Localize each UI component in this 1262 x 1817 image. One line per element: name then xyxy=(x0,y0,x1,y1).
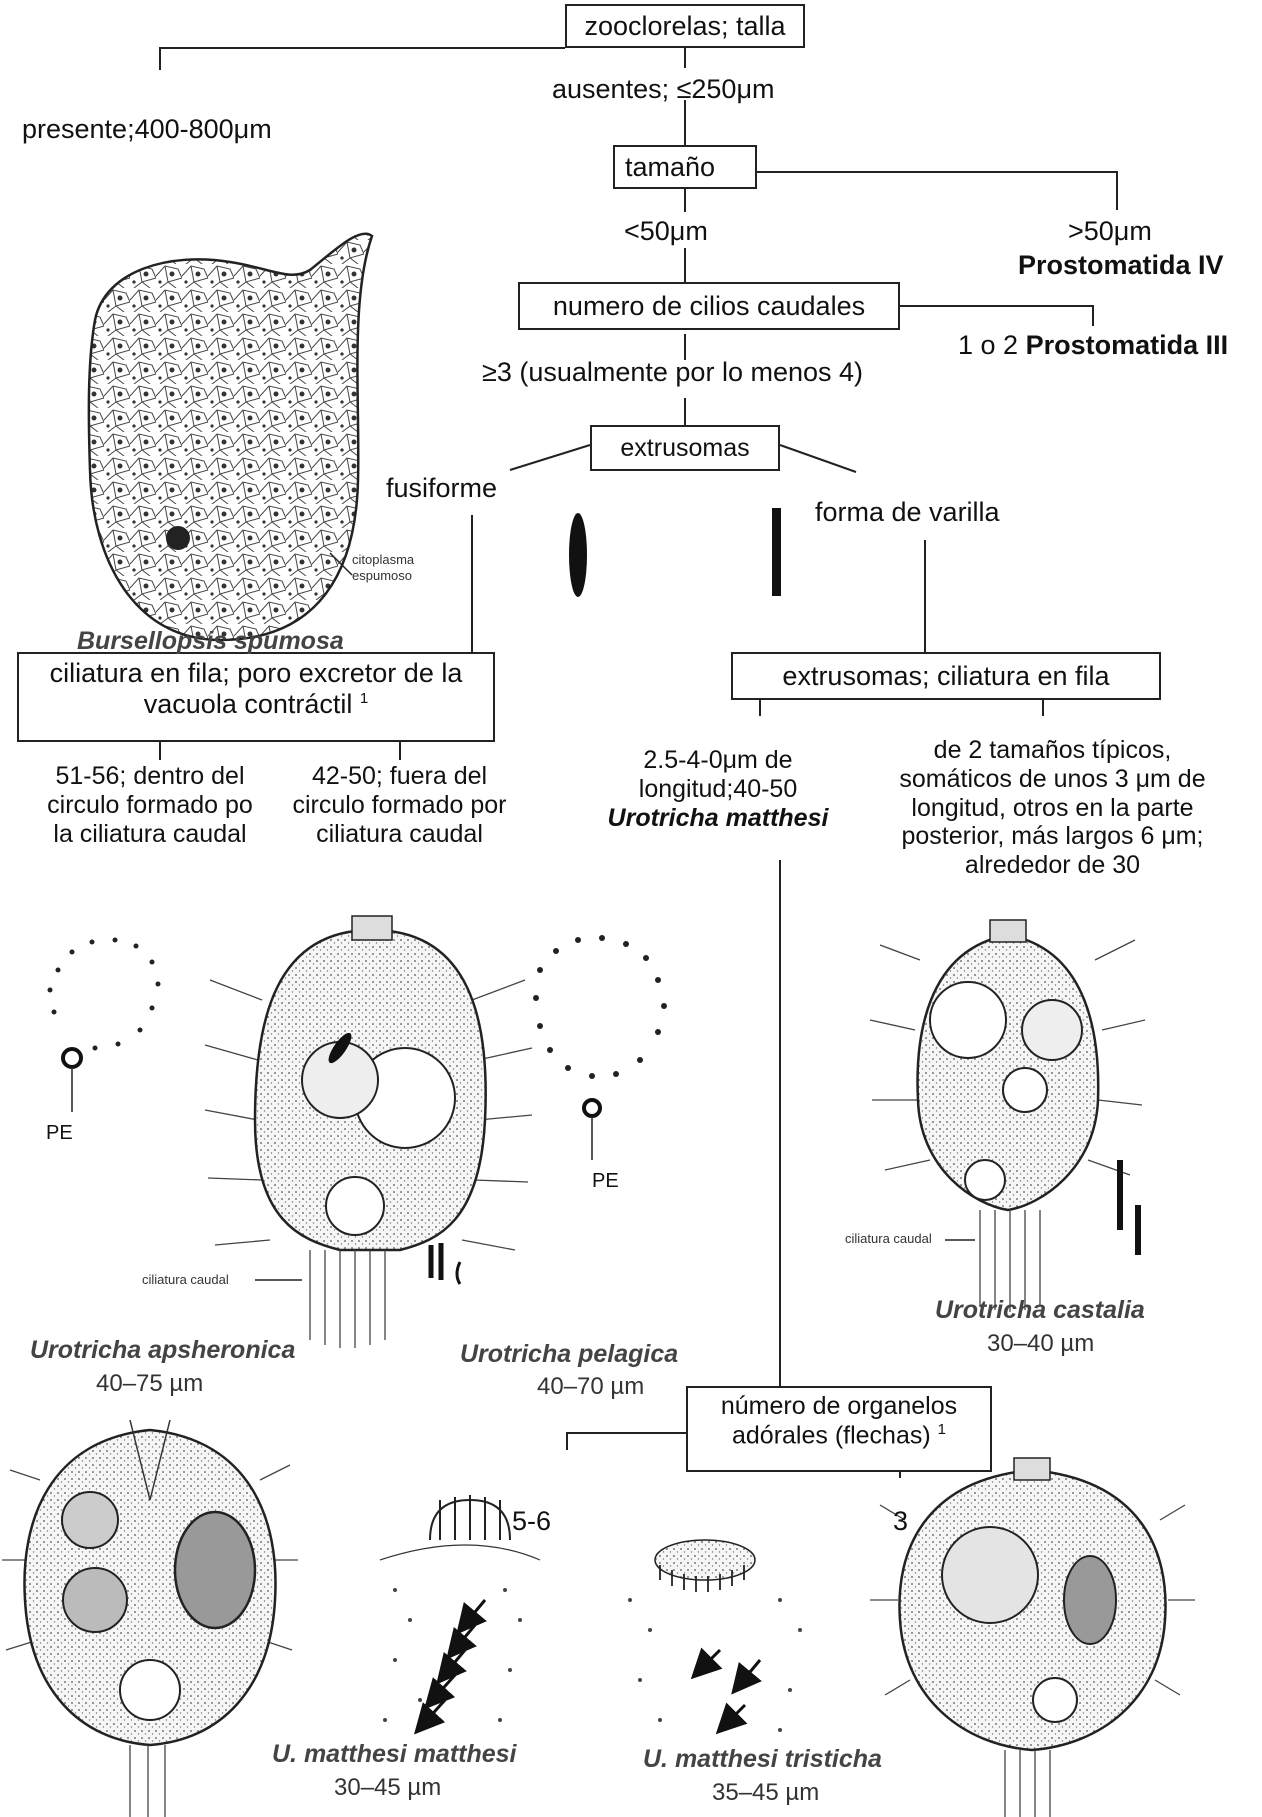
extrusomes-row-node: extrusomas; ciliatura en fila xyxy=(731,652,1161,700)
root-node: zooclorelas; talla xyxy=(565,4,805,48)
apsheronica-drawing xyxy=(205,916,532,1348)
size-node-label: tamaño xyxy=(625,152,715,182)
castalia-caption: Urotricha castalia xyxy=(935,1296,1145,1325)
extrusomes-row-node-label: extrusomas; ciliatura en fila xyxy=(782,661,1109,691)
matthesi-line2: longitud;40-50 xyxy=(598,775,838,804)
inside-line1: 51-56; dentro del xyxy=(30,762,270,791)
absent-branch-label: ausentes; ≤250μm xyxy=(552,74,775,105)
pelagica-caption: Urotricha pelagica xyxy=(460,1340,678,1369)
gt50-label: >50μm xyxy=(1068,216,1152,247)
caudal-cilia-node: numero de cilios caudales xyxy=(518,282,900,330)
inside-line2: circulo formado po xyxy=(30,791,270,820)
lt50-label: <50μm xyxy=(624,216,708,247)
outside-line2: circulo formado por xyxy=(282,791,517,820)
outside-line3: ciliatura caudal xyxy=(282,820,517,849)
matthesi-line1: 2.5-4-0μm de xyxy=(598,746,838,775)
count-5-6-label: 5-6 xyxy=(512,1506,551,1537)
cilia-3plus-label: ≥3 (usualmente por lo menos 4) xyxy=(482,357,863,388)
citoplasma-note-1: citoplasma xyxy=(352,552,414,567)
rod-extrusome-icon xyxy=(772,508,781,596)
castalia-drawing xyxy=(870,920,1145,1312)
pelagica-size: 40–70 µm xyxy=(537,1373,644,1401)
prostomatida-iv-label: Prostomatida IV xyxy=(1018,250,1224,281)
pe-ring-apsheronica xyxy=(48,938,161,1113)
bottom-right-drawing xyxy=(870,1458,1195,1817)
count-3-label: 3 xyxy=(893,1506,908,1537)
matthesi-matthesi-caption: U. matthesi matthesi xyxy=(272,1740,517,1769)
footnote-mark-1: 1 xyxy=(360,690,368,707)
matthesi-matthesi-size: 30–45 µm xyxy=(334,1774,441,1802)
outside-line1: 42-50; fuera del xyxy=(282,762,517,791)
tristicha-size: 35–45 µm xyxy=(712,1779,819,1807)
rod-shape-label: forma de varilla xyxy=(815,497,1000,528)
caudal-ciliature-label-1: ciliatura caudal xyxy=(142,1272,229,1287)
apsheronica-size: 40–75 µm xyxy=(96,1370,203,1398)
bursellopsis-caption: Bursellopsis spumosa xyxy=(77,627,344,656)
caudal-ciliature-label-2: ciliatura caudal xyxy=(845,1231,932,1246)
row-ciliature-line1: ciliatura en fila; poro excretor de la xyxy=(19,658,493,689)
bottom-left-drawing xyxy=(2,1420,298,1817)
pe-ring-pelagica xyxy=(533,935,667,1160)
caudal-cilia-node-label: numero de cilios caudales xyxy=(553,291,865,321)
cilia-1-2-label: 1 o 2 Prostomatida III xyxy=(958,330,1228,361)
pe-label-pelagica: PE xyxy=(592,1170,619,1193)
matthesi-branch-label: 2.5-4-0μm de longitud;40-50 Urotricha ma… xyxy=(598,746,838,832)
organelles-line1: número de organelos xyxy=(688,1392,990,1421)
tristicha-caption: U. matthesi tristicha xyxy=(643,1745,882,1774)
extrusomes-node-label: extrusomas xyxy=(620,434,749,462)
row-ciliature-line2-wrap: vacuola contráctil 1 xyxy=(19,689,493,720)
size-node: tamaño xyxy=(613,145,757,189)
two-sizes-line4: posterior, más largos 6 μm; xyxy=(880,822,1225,851)
apsheronica-caption: Urotricha apsheronica xyxy=(30,1336,295,1365)
adoral-organelles-node: número de organelos adórales (flechas) 1 xyxy=(686,1386,992,1472)
organelles-line2-wrap: adórales (flechas) 1 xyxy=(688,1421,990,1450)
row-ciliature-line2: vacuola contráctil xyxy=(144,689,353,719)
inside-line3: la ciliatura caudal xyxy=(30,820,270,849)
cilia-1-2-prefix: 1 o 2 xyxy=(958,330,1018,360)
outside-circle-label: 42-50; fuera del circulo formado por cil… xyxy=(282,762,517,848)
castalia-size: 30–40 µm xyxy=(987,1330,1094,1358)
two-sizes-line2: somáticos de unos 3 μm de xyxy=(880,765,1225,794)
two-sizes-line3: longitud, otros en la parte xyxy=(880,794,1225,823)
fusiform-label: fusiforme xyxy=(386,473,497,504)
fusiform-extrusome-icon xyxy=(569,513,587,597)
two-sizes-line5: alrededor de 30 xyxy=(880,851,1225,880)
footnote-mark-2: 1 xyxy=(938,1421,946,1438)
two-sizes-line1: de 2 tamaños típicos, xyxy=(880,736,1225,765)
prostomatida-iii-label: Prostomatida III xyxy=(1026,330,1229,360)
extrusomes-node: extrusomas xyxy=(590,425,780,471)
pe-label-apsheronica: PE xyxy=(46,1122,73,1145)
inside-circle-label: 51-56; dentro del circulo formado po la … xyxy=(30,762,270,848)
citoplasma-note-2: espumoso xyxy=(352,568,412,583)
root-node-label: zooclorelas; talla xyxy=(584,11,785,41)
matthesi-taxon: Urotricha matthesi xyxy=(598,804,838,833)
bursellopsis-drawing xyxy=(89,234,372,640)
row-ciliature-node: ciliatura en fila; poro excretor de la v… xyxy=(17,652,495,742)
tristicha-detail-drawing xyxy=(628,1540,802,1732)
two-sizes-label: de 2 tamaños típicos, somáticos de unos … xyxy=(880,736,1225,880)
organelles-line2: adórales (flechas) xyxy=(732,1421,931,1449)
present-branch-label: presente;400-800μm xyxy=(22,114,272,145)
